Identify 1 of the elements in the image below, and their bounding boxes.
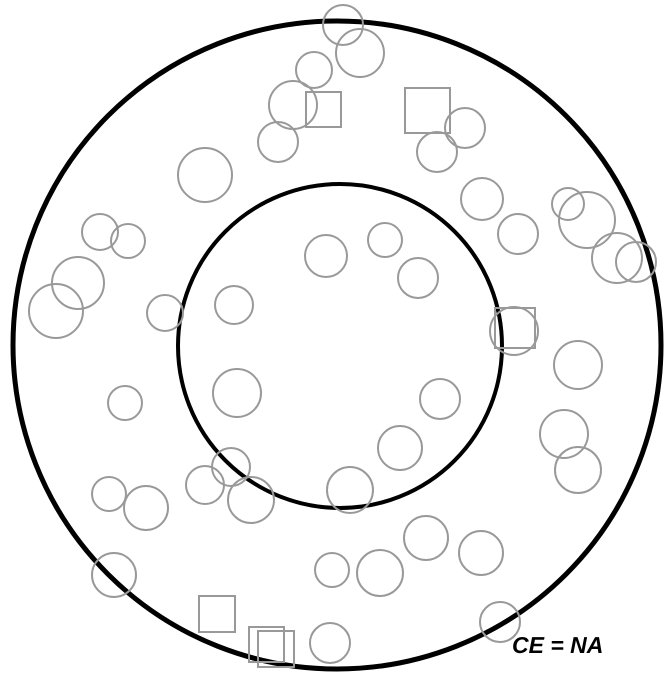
formula-text: CE = NA: [512, 632, 604, 659]
